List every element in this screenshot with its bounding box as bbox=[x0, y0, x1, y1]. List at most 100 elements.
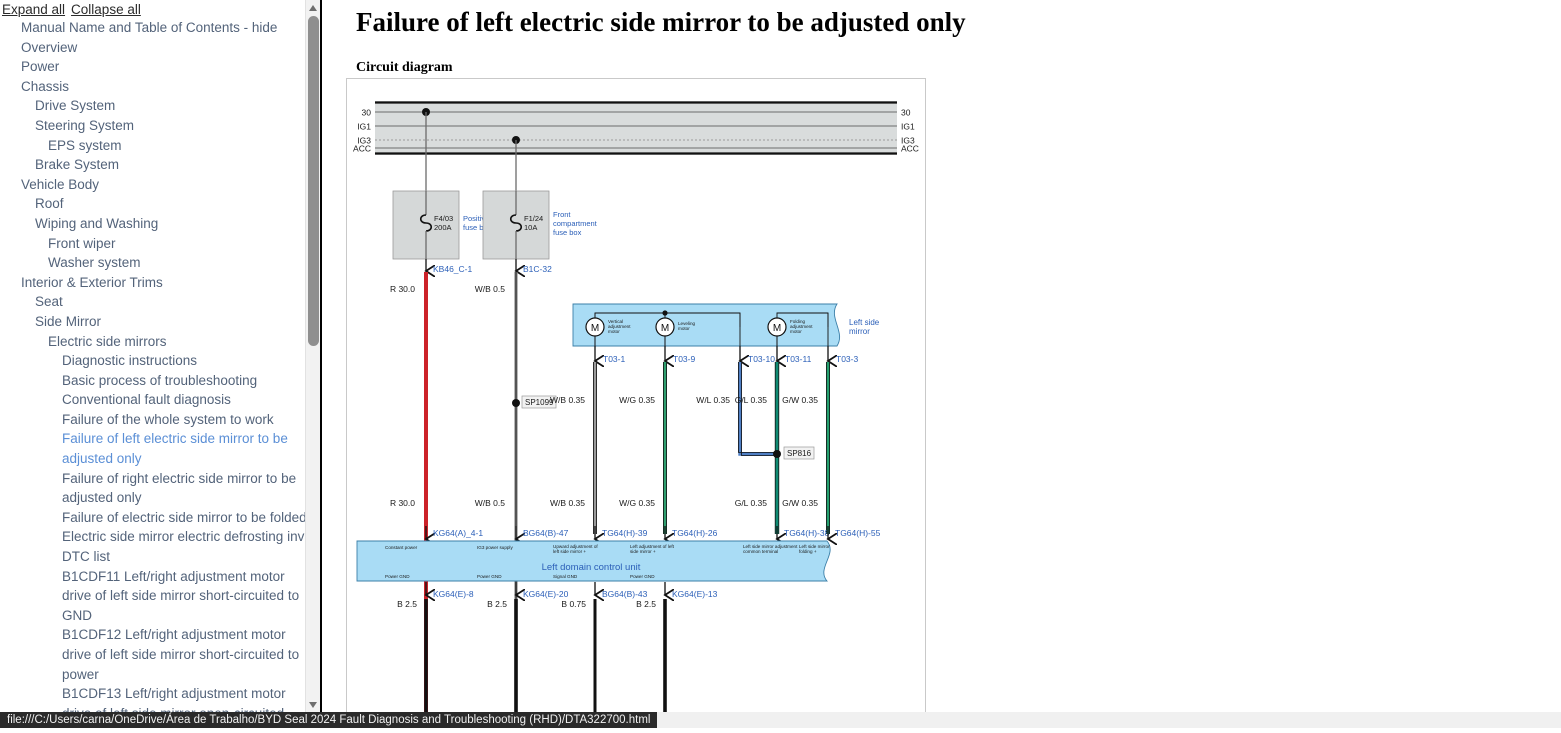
mirror-pin-3: T03-10 bbox=[748, 354, 775, 364]
collapse-all-link[interactable]: Collapse all bbox=[71, 2, 141, 17]
cu-pin-desc-5-line2: common terminal bbox=[743, 549, 778, 554]
motor-label-3-line2: adjustment bbox=[790, 324, 813, 329]
pane-divider[interactable] bbox=[320, 0, 322, 712]
toc-item[interactable]: Failure of left electric side mirror to … bbox=[62, 431, 288, 467]
motor-vertical-adjustment: M Vertical adjustment motor bbox=[585, 317, 631, 346]
toc-item[interactable]: Power bbox=[21, 59, 60, 75]
toc-item[interactable]: Chassis bbox=[21, 78, 70, 94]
cu-top-connector-2: BG64(B)-47 bbox=[523, 528, 569, 538]
gnd-wire-label-4: B 2.5 bbox=[636, 599, 656, 609]
wire-label-gw035-upper: G/W 0.35 bbox=[782, 395, 818, 405]
motor-label-3-line3: motor bbox=[790, 329, 802, 334]
fuse-box-name-2-line3: fuse box bbox=[553, 228, 582, 237]
scrollbar-thumb[interactable] bbox=[308, 16, 319, 346]
mirror-pin-connectors: T03-1 T03-9 T03-10 T03-11 T03-3 bbox=[595, 346, 858, 364]
fuse-connector-2: B1C-32 bbox=[523, 264, 552, 274]
wire-label-r30-lower: R 30.0 bbox=[390, 498, 415, 508]
toc-item[interactable]: Steering System bbox=[35, 117, 135, 133]
circuit-diagram-svg: 30 IG1 IG3 ACC 30 IG1 IG3 ACC bbox=[353, 101, 919, 713]
toc-item[interactable]: EPS system bbox=[48, 137, 122, 153]
toc-item[interactable]: Electric side mirror electric defrosting… bbox=[62, 529, 305, 545]
toc-item[interactable]: Interior & Exterior Trims bbox=[21, 274, 163, 290]
motor-symbol-1: M bbox=[591, 323, 599, 334]
wire-label-wb05-lower: W/B 0.5 bbox=[475, 498, 506, 508]
splice-sp816: SP816 bbox=[773, 446, 815, 460]
mirror-pin-1: T03-1 bbox=[603, 354, 625, 364]
status-url: file:///C:/Users/carna/OneDrive/Área de … bbox=[0, 712, 658, 728]
motor-label-2-line1: Leveling bbox=[678, 321, 696, 326]
power-rail-block: 30 IG1 IG3 ACC 30 IG1 IG3 ACC bbox=[353, 101, 919, 155]
cu-pin-desc-6-line2: folding + bbox=[799, 549, 817, 554]
cu-pin-desc-3-line2: left side mirror + bbox=[553, 549, 586, 554]
toc-item[interactable]: Failure of the whole system to work bbox=[62, 411, 274, 427]
toc-item[interactable]: B1CDF13 Left/right adjustment motor driv… bbox=[62, 686, 286, 712]
wire-label-wg035-upper: W/G 0.35 bbox=[619, 395, 655, 405]
cu-pin-desc-6-line1: Left side mirror bbox=[799, 544, 830, 549]
wire-label-gl035-upper: G/L 0.35 bbox=[735, 395, 768, 405]
toc-item[interactable]: Seat bbox=[35, 294, 63, 310]
cu-pin-desc-5-line1: Left side mirror adjustment bbox=[743, 544, 798, 549]
toc-toolbar: Expand all Collapse all bbox=[0, 0, 305, 18]
toc-item[interactable]: Overview bbox=[21, 39, 78, 55]
toc-item[interactable]: Electric side mirrors bbox=[48, 333, 167, 349]
mirror-block-title-line1: Left side bbox=[849, 318, 880, 327]
gnd-wire-label-3: B 0.75 bbox=[561, 599, 586, 609]
toc-item[interactable]: Washer system bbox=[48, 255, 141, 271]
wire-wl035: W/L 0.35 bbox=[696, 362, 777, 457]
fuse-connector-1: KB46_C-1 bbox=[433, 264, 472, 274]
toc-item[interactable]: Drive System bbox=[35, 98, 116, 114]
cu-gnd-desc-2: Power GND bbox=[477, 574, 502, 579]
cu-top-connector-3: TG64(H)-39 bbox=[602, 528, 648, 538]
cu-gnd-desc-1: Power GND bbox=[385, 574, 410, 579]
section-label: Circuit diagram bbox=[356, 60, 453, 75]
toc-item[interactable]: Failure of electric side mirror to be fo… bbox=[62, 509, 305, 525]
cu-bottom-connector-4: KG64(E)-13 bbox=[672, 589, 718, 599]
cu-pin-desc-3-line1: Upward adjustment of bbox=[553, 544, 598, 549]
fuse-rating-2: 10A bbox=[524, 223, 537, 232]
toc-item[interactable]: Wiping and Washing bbox=[35, 215, 159, 231]
expand-all-link[interactable]: Expand all bbox=[2, 2, 66, 17]
fuse-rating-1: 200A bbox=[434, 223, 452, 232]
toc-item[interactable]: Diagnostic instructions bbox=[62, 353, 198, 369]
scroll-up-arrow-icon[interactable] bbox=[306, 0, 321, 15]
wire-label-gw035-lower: G/W 0.35 bbox=[782, 498, 818, 508]
sidebar-scrollbar[interactable] bbox=[305, 0, 321, 712]
cu-top-connector-5: TG64(H)-38 bbox=[784, 528, 830, 538]
splice-label-sp1099: SP1099 bbox=[525, 398, 554, 407]
rail-label-left-ig3: IG3 bbox=[357, 136, 371, 146]
cu-top-connector-6: TG64(H)-55 bbox=[835, 528, 881, 538]
mirror-pin-4: T03-11 bbox=[785, 354, 812, 364]
cu-pin-desc-4-line1: Left adjustment of left bbox=[630, 544, 675, 549]
motor-symbol-2: M bbox=[661, 323, 669, 334]
toc-item[interactable]: Conventional fault diagnosis bbox=[62, 392, 231, 408]
left-domain-control-unit: Left domain control unit Constant power … bbox=[356, 540, 831, 582]
toc-item[interactable]: DTC list bbox=[62, 549, 110, 565]
wire-gl035: G/L 0.35 bbox=[735, 362, 780, 534]
wire-wb035: W/B 0.35 bbox=[550, 362, 598, 534]
toc-item[interactable]: Side Mirror bbox=[35, 313, 102, 329]
cu-pin-desc-4-line2: side mirror + bbox=[630, 549, 656, 554]
cu-gnd-desc-4: Power GND bbox=[630, 574, 655, 579]
rail-label-left-30: 30 bbox=[362, 108, 372, 118]
toc-item[interactable]: Failure of right electric side mirror to… bbox=[62, 470, 297, 506]
toc-item[interactable]: Front wiper bbox=[48, 235, 116, 251]
cu-top-connector-1: KG64(A)_4-1 bbox=[433, 528, 483, 538]
toc-item[interactable]: Brake System bbox=[35, 157, 120, 173]
fuse-box-name-1-line1: Positive bbox=[463, 214, 489, 223]
toc-item[interactable]: Basic process of troubleshooting bbox=[62, 372, 258, 388]
motor-label-3-line1: Folding bbox=[790, 319, 806, 324]
control-unit-title: Left domain control unit bbox=[542, 562, 641, 573]
wire-gw035: G/W 0.35 bbox=[782, 362, 831, 534]
toc-item[interactable]: B1CDF11 Left/right adjustment motor driv… bbox=[62, 568, 300, 623]
toc-item[interactable]: B1CDF12 Left/right adjustment motor driv… bbox=[62, 627, 300, 682]
wire-label-wb035-upper: W/B 0.35 bbox=[550, 395, 585, 405]
cu-pin-desc-1: Constant power bbox=[385, 545, 418, 550]
toc-item[interactable]: Roof bbox=[35, 196, 64, 212]
wire-wg035: W/G 0.35 bbox=[619, 362, 668, 534]
motor-label-1-line1: Vertical bbox=[608, 319, 623, 324]
toc-item[interactable]: Vehicle Body bbox=[21, 176, 100, 192]
fuse-box-name-1-line2: fuse box bbox=[463, 223, 492, 232]
toc-item[interactable]: Manual Name and Table of Contents - hide bbox=[21, 20, 278, 35]
scroll-down-arrow-icon[interactable] bbox=[306, 697, 321, 712]
cu-gnd-desc-3: Signal GND bbox=[553, 574, 578, 579]
